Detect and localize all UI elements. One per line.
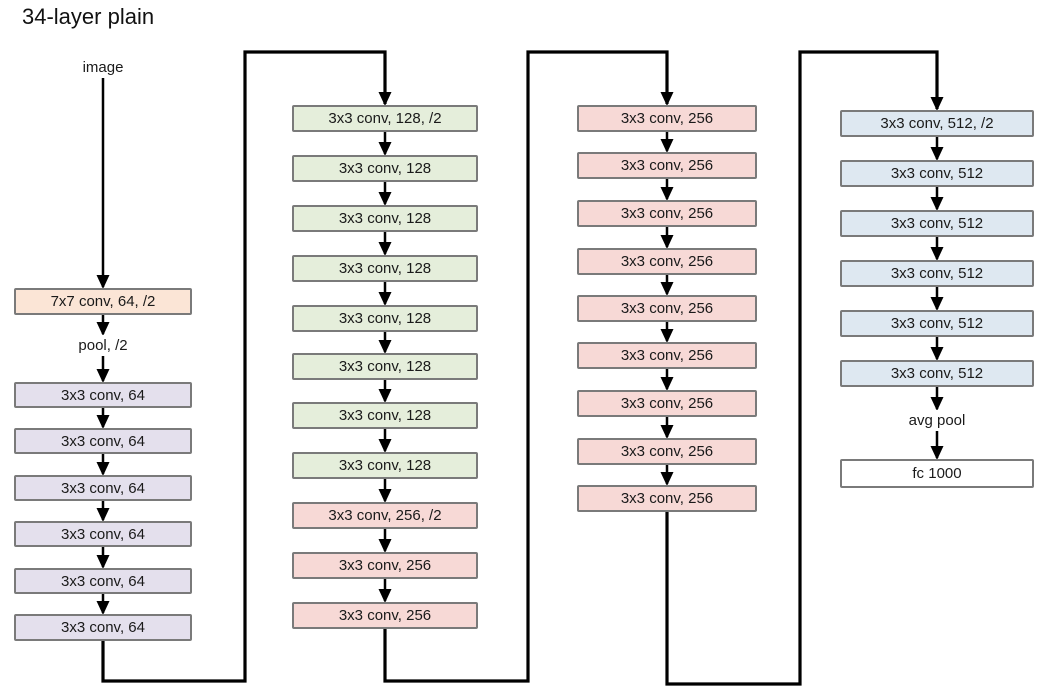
layer-box: 3x3 conv, 512 [840, 360, 1034, 387]
flow-label: avg pool [840, 410, 1034, 431]
layer-box: 3x3 conv, 128 [292, 402, 478, 429]
layer-box: 3x3 conv, 512 [840, 260, 1034, 287]
layer-box: 3x3 conv, 128 [292, 305, 478, 332]
flow-label: pool, /2 [14, 335, 192, 356]
layer-box: 3x3 conv, 256 [577, 248, 757, 275]
layer-box: 3x3 conv, 64 [14, 382, 192, 408]
layer-box: 3x3 conv, 256 [577, 342, 757, 369]
layer-box: 3x3 conv, 256 [292, 602, 478, 629]
layer-box: 3x3 conv, 256 [577, 105, 757, 132]
layer-box: 3x3 conv, 128 [292, 353, 478, 380]
layer-box: 3x3 conv, 128 [292, 452, 478, 479]
layer-box: 3x3 conv, 128 [292, 205, 478, 232]
layer-box: 3x3 conv, 512 [840, 310, 1034, 337]
layer-box: fc 1000 [840, 459, 1034, 488]
layer-box: 3x3 conv, 512, /2 [840, 110, 1034, 137]
layer-box: 3x3 conv, 256 [577, 485, 757, 512]
layer-box: 3x3 conv, 256 [577, 390, 757, 417]
layer-box: 3x3 conv, 512 [840, 210, 1034, 237]
layer-box: 3x3 conv, 256 [577, 200, 757, 227]
layer-box: 3x3 conv, 64 [14, 475, 192, 501]
layer-box: 3x3 conv, 64 [14, 614, 192, 641]
layer-box: 3x3 conv, 256 [577, 438, 757, 465]
layer-box: 3x3 conv, 256 [577, 295, 757, 322]
flow-arrow [665, 50, 944, 686]
layer-box: 3x3 conv, 256 [577, 152, 757, 179]
layer-box: 3x3 conv, 64 [14, 428, 192, 454]
diagram-title: 34-layer plain [22, 4, 155, 29]
flow-arrow [383, 50, 674, 683]
flow-arrow [101, 50, 392, 683]
layer-box: 3x3 conv, 512 [840, 160, 1034, 187]
layer-box: 3x3 conv, 128 [292, 255, 478, 282]
layer-box: 3x3 conv, 256 [292, 552, 478, 579]
layer-box: 3x3 conv, 64 [14, 568, 192, 594]
flow-label: image [14, 56, 192, 78]
layer-box: 3x3 conv, 128 [292, 155, 478, 182]
layer-box: 3x3 conv, 64 [14, 521, 192, 547]
layer-box: 3x3 conv, 128, /2 [292, 105, 478, 132]
layer-box: 3x3 conv, 256, /2 [292, 502, 478, 529]
layer-box: 7x7 conv, 64, /2 [14, 288, 192, 315]
